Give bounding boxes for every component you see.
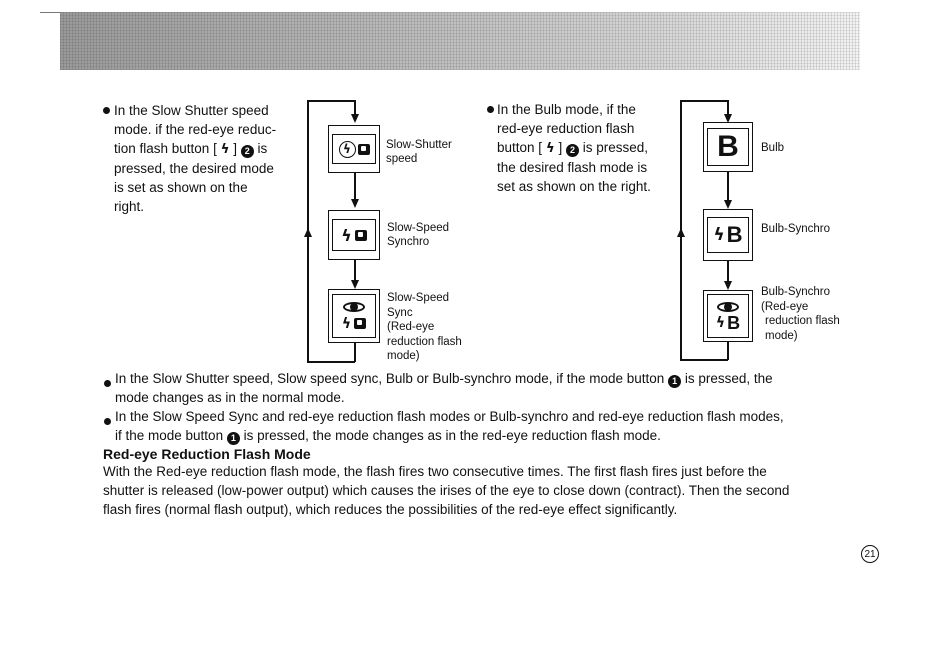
- note-2: In the Slow Speed Sync and red-eye reduc…: [115, 409, 784, 445]
- arrow-up: [304, 228, 312, 237]
- header-band: [60, 12, 860, 70]
- connector-line: [354, 173, 356, 201]
- button-ref-2: 2: [566, 144, 579, 157]
- loop-line: [680, 359, 728, 361]
- text-line: button [ ϟ ] 2 is pressed,: [497, 140, 649, 157]
- button-ref-2: 2: [240, 145, 254, 158]
- mode-box-slow-speed-synchro: ϟ: [328, 210, 380, 260]
- bullet-dot: [103, 107, 110, 114]
- bullet-dot: [104, 380, 111, 387]
- text-line: right.: [114, 199, 145, 214]
- flash-icon: ϟ: [713, 225, 725, 245]
- arrow-down: [351, 199, 359, 208]
- mode-box-bulb-synchro: ϟ B: [703, 209, 753, 261]
- note-1: In the Slow Shutter speed, Slow speed sy…: [115, 371, 773, 405]
- bullet-dot: [104, 418, 111, 425]
- text-line: In the Slow Shutter speed: [114, 103, 269, 118]
- connector-line: [354, 260, 356, 282]
- arrow-down: [351, 280, 359, 289]
- page-number: 21: [861, 545, 879, 563]
- mode-box-bulb-synchro-red-eye: ϟ B: [703, 290, 753, 342]
- text-line: the desired flash mode is: [497, 160, 648, 175]
- mode-label-bulb-synchro-red-eye: Bulb-Synchro (Red-eye reduction flash mo…: [761, 286, 840, 342]
- arrow-down: [724, 281, 732, 290]
- loop-line: [354, 100, 356, 116]
- left-paragraph: In the Slow Shutter speed mode. if the r…: [114, 101, 304, 216]
- mode-label-slow-speed-synchro: Slow-Speed Synchro: [387, 222, 450, 248]
- arrow-down: [724, 114, 732, 123]
- text-line: mode. if the red-eye reduc-: [114, 122, 277, 137]
- section-heading: Red-eye Reduction Flash Mode: [103, 446, 311, 462]
- loop-line: [354, 342, 356, 362]
- flash-icon: ϟ: [220, 141, 230, 157]
- connector-line: [727, 172, 729, 202]
- text-line: In the Bulb mode, if the: [497, 102, 636, 117]
- loop-line: [307, 100, 355, 102]
- loop-line: [727, 340, 729, 360]
- text-line: set as shown on the right.: [497, 179, 651, 194]
- arrow-down: [351, 114, 359, 123]
- red-eye-icon: [717, 301, 739, 313]
- camera-icon: [354, 318, 367, 329]
- section-body: With the Red-eye reduction flash mode, t…: [103, 464, 790, 517]
- text-line: red-eye reduction flash: [497, 121, 635, 136]
- bulb-letter: B: [726, 222, 743, 247]
- button-ref-1: 1: [668, 375, 682, 388]
- text-line: pressed, the desired mode: [114, 161, 274, 176]
- red-eye-icon: [343, 301, 365, 313]
- loop-line: [727, 100, 729, 116]
- mode-label-slow-speed-sync: Slow-Speed Sync (Red-eye reduction flash…: [387, 292, 462, 362]
- arrow-down: [724, 200, 732, 209]
- right-paragraph: In the Bulb mode, if the red-eye reducti…: [497, 100, 677, 196]
- loop-line: [680, 100, 728, 102]
- mode-label-bulb: Bulb: [761, 142, 785, 154]
- mode-label-slow-shutter: Slow-Shutter speed: [386, 139, 452, 165]
- flash-icon: ϟ: [341, 315, 352, 332]
- flash-off-icon: ϟ: [338, 140, 356, 158]
- mode-label-bulb-synchro: Bulb-Synchro: [761, 223, 831, 235]
- loop-line: [307, 361, 355, 363]
- bulb-letter: B: [717, 130, 739, 163]
- bullet-dot: [487, 106, 494, 113]
- camera-icon: [354, 229, 367, 241]
- flash-icon: ϟ: [341, 225, 352, 245]
- camera-icon: [357, 143, 370, 155]
- flash-icon: ϟ: [545, 140, 555, 156]
- text-line: is set as shown on the: [114, 180, 248, 195]
- button-ref-1: 1: [226, 432, 240, 445]
- mode-box-bulb: B: [703, 122, 753, 172]
- text-line: tion flash button [ ϟ ] 2 is: [114, 141, 268, 158]
- bulb-letter: B: [727, 312, 741, 333]
- flash-icon: ϟ: [715, 314, 726, 331]
- mode-box-slow-speed-sync-red-eye: ϟ: [328, 289, 380, 343]
- connector-line: [727, 261, 729, 283]
- mode-box-slow-shutter: ϟ: [328, 125, 380, 173]
- arrow-up: [677, 228, 685, 237]
